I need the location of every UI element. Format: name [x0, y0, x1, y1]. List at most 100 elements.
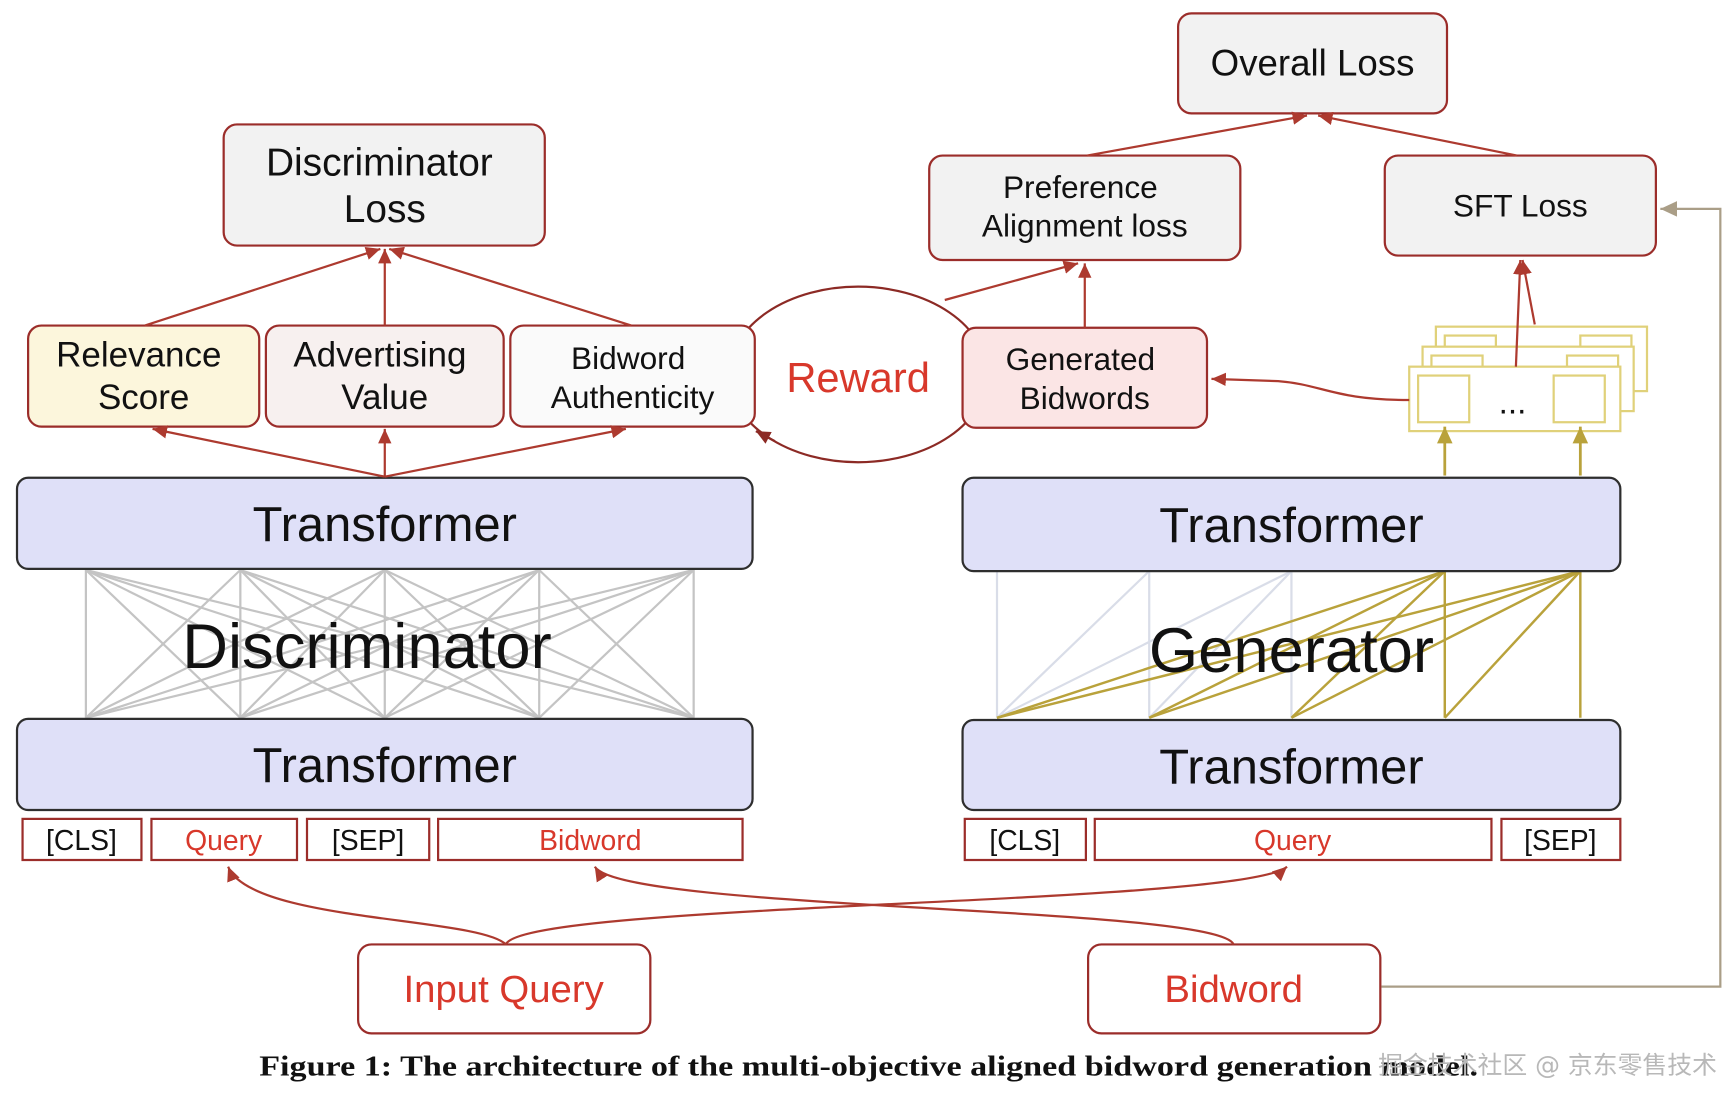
- discriminator-attention-mesh: [84, 568, 695, 719]
- discriminator-loss-label: Discriminator Loss: [266, 142, 504, 232]
- arrow-reward-to-authenticity: [755, 430, 776, 444]
- sft-loss-box: [1383, 154, 1657, 257]
- discriminator-branch: Transformer Transformer Discriminator Re…: [15, 123, 756, 862]
- attention-edge: [996, 570, 1150, 719]
- preference-alignment-loss-label: Preference Alignment loss: [982, 169, 1188, 244]
- attention-edge: [1443, 570, 1582, 719]
- reward-label: Reward: [786, 354, 930, 401]
- attention-edge: [85, 568, 540, 719]
- discriminator-input-tokens: [CLS] Query [SEP] Bidword: [21, 817, 744, 862]
- token-box-query: [1093, 817, 1493, 862]
- figure-caption: Figure 1: The architecture of the multi-…: [259, 1051, 1478, 1083]
- preference-loss-line-1: Preference: [1003, 169, 1158, 205]
- arrow-preference-to-overall-loss: [1086, 111, 1308, 157]
- attention-edge: [239, 568, 695, 719]
- bidword-authenticity-label: Bidword Authenticity: [551, 340, 715, 415]
- advertising-value-line-1: Advertising: [293, 336, 466, 375]
- token-query: Query: [1254, 825, 1332, 857]
- relevance-score-label: Relevance Score: [56, 336, 231, 417]
- discriminator-loss-box: [222, 123, 546, 247]
- discriminator-loss-line-1: Discriminator: [266, 142, 493, 185]
- preference-loss-line-2: Alignment loss: [982, 208, 1188, 244]
- arrow-transformer-to-authenticity: [384, 425, 627, 478]
- discriminator-transformer-top-label: Transformer: [253, 498, 517, 552]
- discriminator-title: Discriminator: [182, 612, 551, 682]
- advertising-value-label: Advertising Value: [293, 336, 476, 417]
- discriminator-transformer-top: [15, 476, 754, 570]
- input-query-label: Input Query: [404, 968, 605, 1011]
- arrow-sft-to-overall-loss: [1317, 111, 1518, 157]
- output-token-slot: [1552, 374, 1606, 424]
- attention-edge: [85, 568, 694, 719]
- attention-edge: [996, 570, 1292, 719]
- arrows: [144, 111, 1722, 988]
- attention-edge: [538, 569, 695, 719]
- output-ellipsis: ...: [1499, 384, 1527, 421]
- token-cls: [CLS]: [989, 825, 1060, 857]
- output-token-stack: ...: [1408, 325, 1649, 433]
- generated-bidwords-label: Generated Bidwords: [1006, 341, 1164, 416]
- sft-loss-label: SFT Loss: [1453, 188, 1588, 224]
- arrow-input-query-to-generator-query: [504, 865, 1288, 946]
- arrow-bidword-to-sft-loss: [1381, 201, 1722, 988]
- attention-edge: [1148, 570, 1446, 719]
- watermark: 掘金技术社区 @ 京东零售技术: [1378, 1050, 1717, 1079]
- arrow-relevance-to-discriminator-loss: [144, 247, 381, 327]
- arrow-output-to-sft-loss: [1513, 259, 1527, 367]
- generator-input-tokens: [CLS] Query [SEP]: [963, 817, 1622, 862]
- token-sep: [SEP]: [1524, 825, 1596, 857]
- attention-edge: [384, 568, 695, 719]
- relevance-score-box: [26, 324, 261, 428]
- bidword-authenticity-box: [509, 324, 756, 428]
- attention-edge: [85, 569, 386, 719]
- token-box-cls: [21, 817, 143, 862]
- preference-alignment-loss-box: [928, 154, 1242, 262]
- arrow-output-to-generated-bidwords: [1211, 372, 1410, 402]
- generated-bidwords-line-2: Bidwords: [1020, 380, 1150, 416]
- attention-edge: [384, 569, 540, 719]
- token-box-bidword: [436, 817, 744, 862]
- token-box-sep: [1500, 817, 1622, 862]
- attention-edge: [1290, 570, 1581, 719]
- generator-transformer-bottom-label: Transformer: [1159, 740, 1423, 794]
- reward-signal: Reward: [728, 285, 989, 464]
- arrow-transformer-to-relevance: [152, 425, 386, 478]
- attention-edge: [85, 569, 242, 719]
- loss-boxes: Overall Loss Preference Alignment loss S…: [928, 12, 1657, 262]
- generator-transformer-bottom: [961, 718, 1622, 812]
- discriminator-transformer-bottom: [15, 717, 754, 812]
- arrow-bidword-to-discriminator-bidword: [593, 865, 1235, 946]
- attention-edge: [996, 569, 1446, 719]
- token-box-query: [150, 817, 299, 862]
- discriminator-loss-line-2: Loss: [344, 188, 426, 231]
- generator-transformer-top: [961, 476, 1622, 573]
- arrow-input-query-to-discriminator-query: [227, 866, 507, 946]
- bidword-input-box: [1087, 943, 1382, 1035]
- bidword-input-label: Bidword: [1164, 968, 1302, 1011]
- token-cls: [CLS]: [46, 825, 117, 857]
- overall-loss-label: Overall Loss: [1211, 43, 1415, 84]
- attention-edge: [1148, 569, 1581, 719]
- relevance-score-line-2: Score: [98, 378, 189, 417]
- token-box-cls: [963, 817, 1087, 862]
- advertising-value-line-2: Value: [341, 378, 428, 417]
- generator-title: Generator: [1149, 616, 1434, 686]
- token-sep: [SEP]: [332, 825, 404, 857]
- output-token-slot: [1417, 374, 1471, 424]
- arrow-reward-to-preference-loss: [944, 260, 1079, 302]
- token-bidword: Bidword: [539, 825, 641, 857]
- token-box-sep: [305, 817, 431, 862]
- bidword-authenticity-line-2: Authenticity: [551, 379, 715, 415]
- arrow-output-to-sft-loss: [1518, 259, 1536, 325]
- overall-loss-box: [1176, 12, 1449, 115]
- token-query: Query: [185, 825, 263, 857]
- attention-edge: [996, 569, 1581, 719]
- bidword-authenticity-line-1: Bidword: [571, 340, 685, 376]
- discriminator-transformer-bottom-label: Transformer: [253, 739, 517, 793]
- arrow-authenticity-to-discriminator-loss: [388, 246, 632, 327]
- attention-edge: [1290, 570, 1446, 719]
- generator-branch: Transformer Transformer Generator Genera…: [961, 325, 1649, 862]
- generated-bidwords-line-1: Generated: [1006, 341, 1156, 377]
- generator-transformer-top-label: Transformer: [1159, 499, 1423, 553]
